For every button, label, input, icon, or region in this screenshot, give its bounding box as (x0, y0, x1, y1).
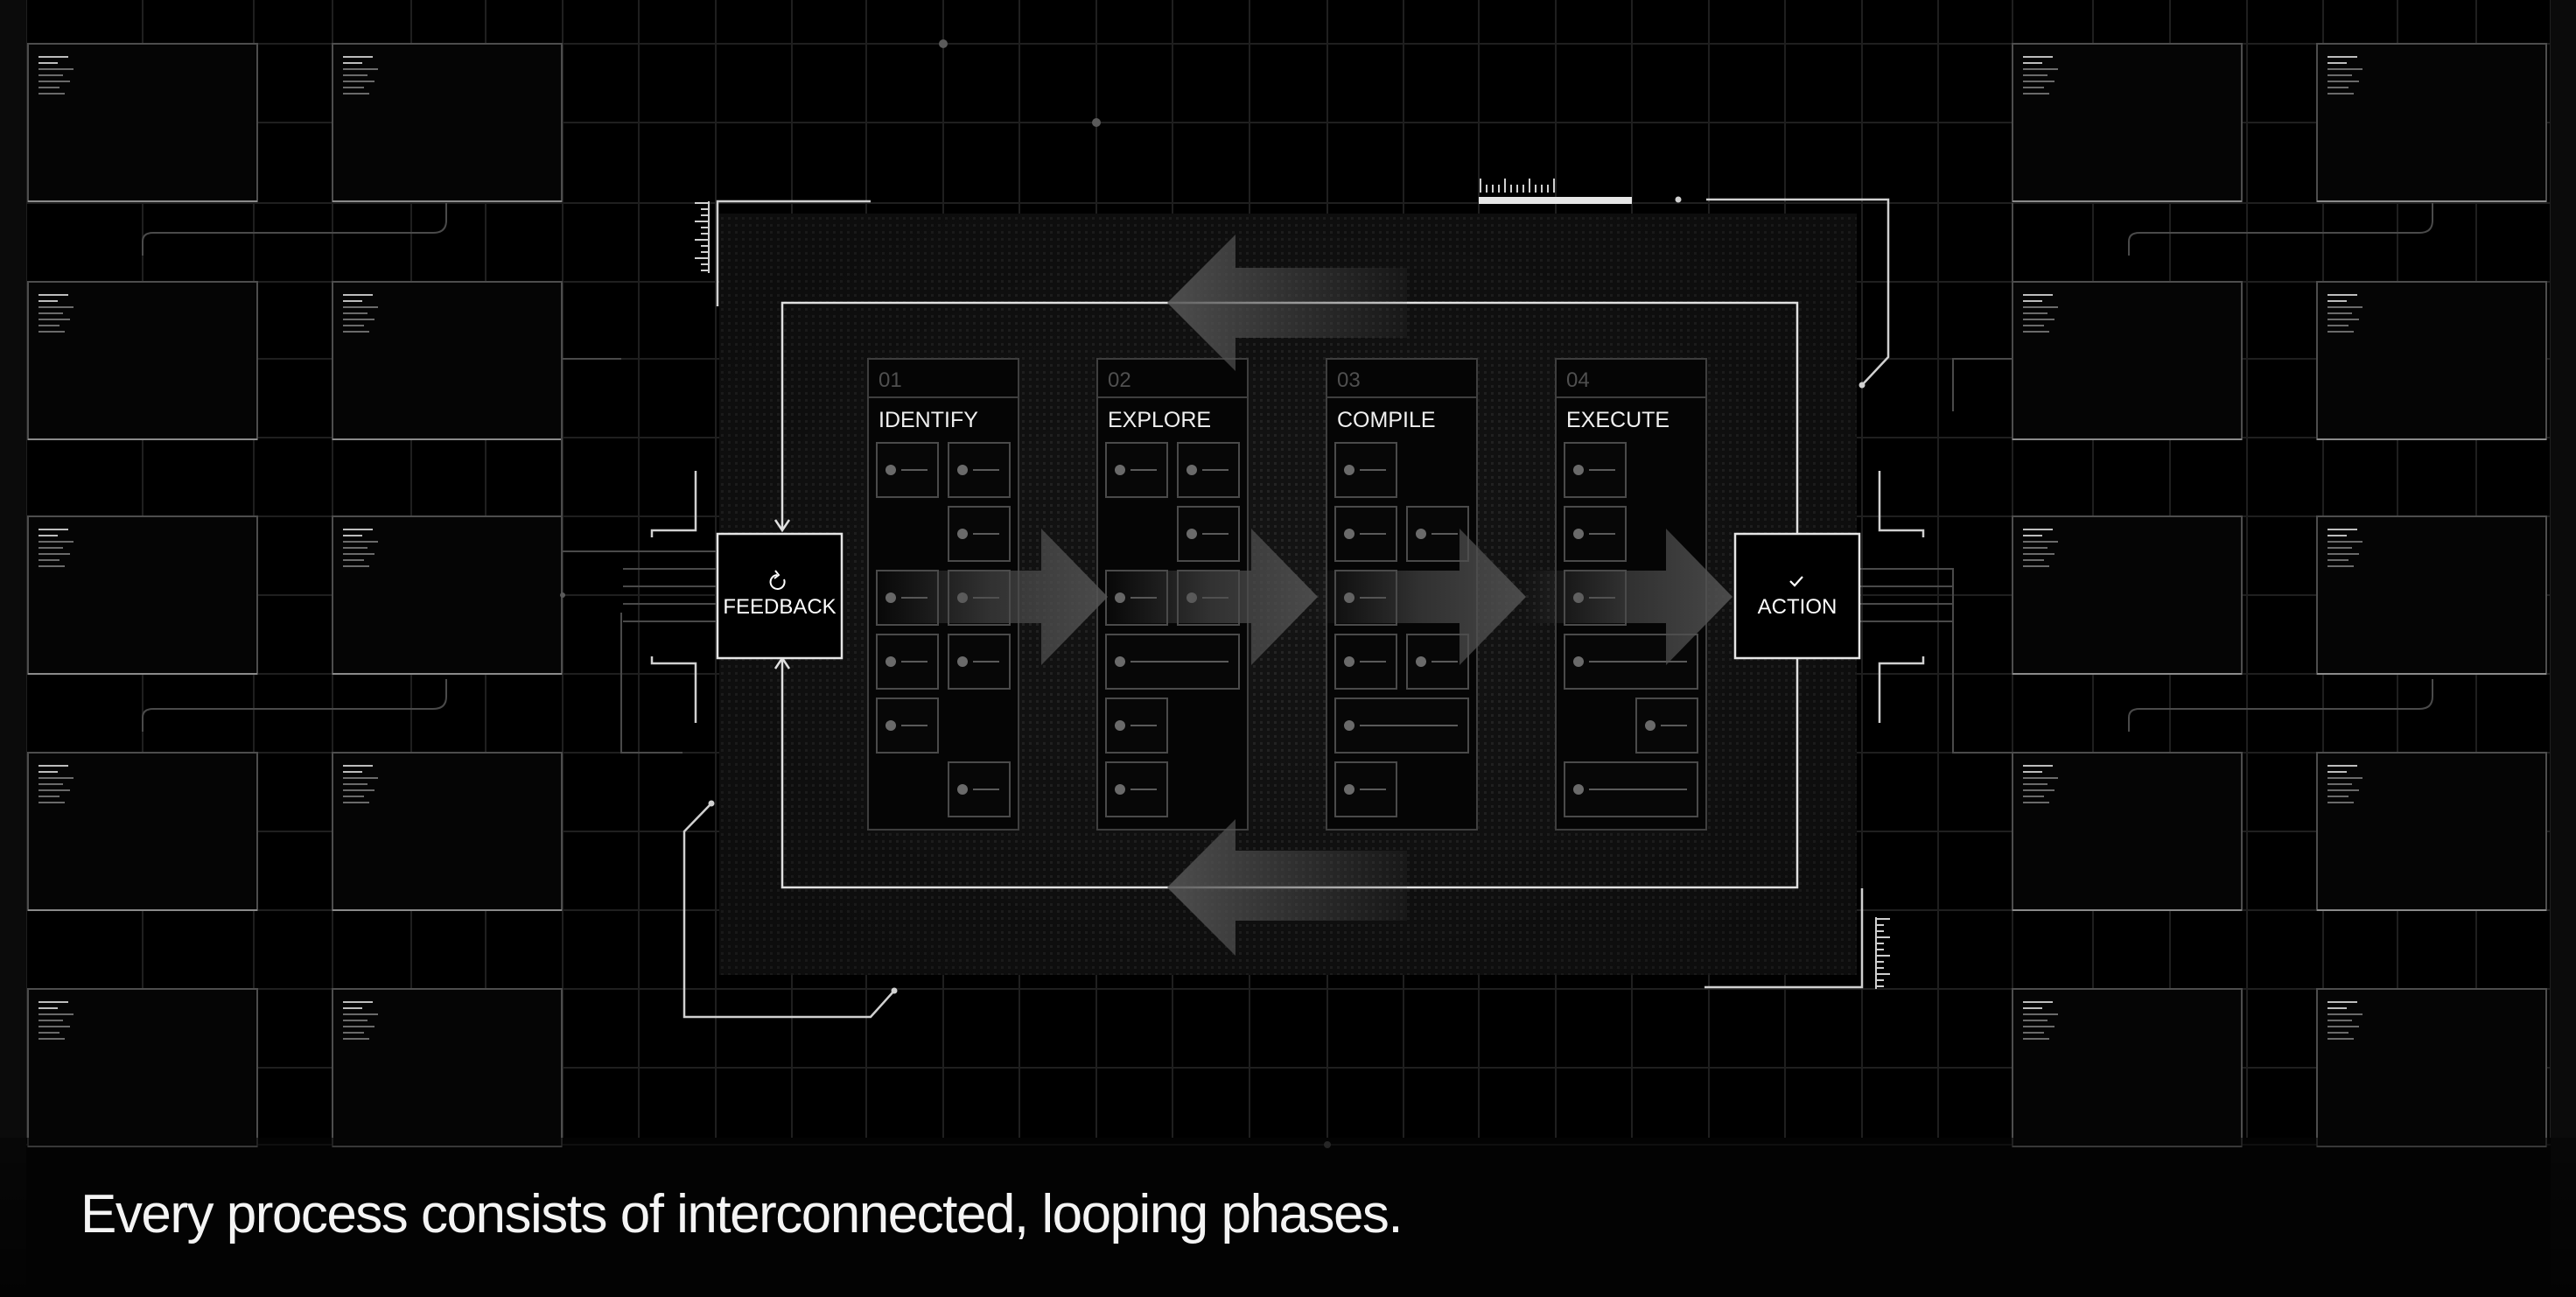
screen-panel (332, 515, 563, 675)
screen-panel (2012, 43, 2243, 202)
action-node: ACTION (1733, 532, 1861, 660)
phase-name: COMPILE (1337, 408, 1436, 432)
task-card (1105, 698, 1168, 754)
screen-panel (27, 752, 258, 911)
screen-panel (27, 43, 258, 202)
flow-arrows (875, 235, 1732, 956)
task-card (1105, 761, 1168, 817)
task-card (948, 506, 1011, 562)
screen-panel (2316, 988, 2547, 1147)
task-card (1334, 761, 1397, 817)
screen-panel (2012, 281, 2243, 440)
screen-panel (2316, 752, 2547, 911)
field-frame (682, 198, 1890, 1019)
task-card (1564, 761, 1698, 817)
phase-number: 02 (1108, 368, 1131, 392)
task-card (1177, 506, 1240, 562)
task-card (1334, 698, 1469, 754)
task-card (1177, 442, 1240, 498)
task-card (1564, 442, 1627, 498)
progress-strip (1479, 197, 1632, 204)
screen-panel (332, 281, 563, 440)
task-card (1406, 634, 1469, 690)
ruler-ticks (695, 179, 1890, 989)
task-card (948, 761, 1011, 817)
screen-panel (2012, 988, 2243, 1147)
return-arrow-top (1167, 235, 1407, 371)
phase-number: 01 (878, 368, 902, 392)
bracket-marks (650, 471, 1925, 723)
screen-panel (2316, 43, 2547, 202)
screen-panel (2316, 515, 2547, 675)
forward-arrow-4 (1522, 529, 1732, 665)
task-card (1564, 506, 1627, 562)
screen-panel (332, 988, 563, 1147)
task-card (876, 698, 939, 754)
feedback-node: FEEDBACK (716, 532, 844, 660)
phase-name: IDENTIFY (878, 408, 978, 432)
task-card (1334, 634, 1397, 690)
caption-text: Every process consists of interconnected… (80, 1184, 1404, 1244)
check-icon (1789, 576, 1803, 587)
return-arrow-bottom (1167, 819, 1407, 956)
task-card (948, 634, 1011, 690)
forward-arrow-3 (1312, 529, 1526, 665)
screen-panel (2316, 281, 2547, 440)
screen-panel (2012, 752, 2243, 911)
screen-panel (332, 43, 563, 202)
task-card (1635, 698, 1698, 754)
task-card (1334, 506, 1397, 562)
feedback-label: FEEDBACK (723, 595, 836, 619)
screen-panel (2012, 515, 2243, 675)
screen-panel (27, 515, 258, 675)
screen-panel (332, 752, 563, 911)
task-card (948, 442, 1011, 498)
task-card (876, 442, 939, 498)
phase-number: 03 (1337, 368, 1361, 392)
task-card (1105, 634, 1240, 690)
task-card (876, 634, 939, 690)
action-label: ACTION (1758, 595, 1838, 619)
task-card (1105, 442, 1168, 498)
field-frame-nodes (708, 196, 1866, 994)
refresh-icon (769, 570, 786, 590)
forward-arrow-1 (875, 529, 1108, 665)
screen-panel (27, 281, 258, 440)
phase-number: 04 (1566, 368, 1590, 392)
screen-panel (27, 988, 258, 1147)
side-screen-panels (27, 43, 2547, 1147)
task-card (1334, 442, 1397, 498)
phase-name: EXPLORE (1108, 408, 1211, 432)
forward-arrow-2 (1104, 529, 1318, 665)
connector-traces (142, 203, 2433, 754)
phase-name: EXECUTE (1566, 408, 1670, 432)
task-card (1406, 506, 1469, 562)
